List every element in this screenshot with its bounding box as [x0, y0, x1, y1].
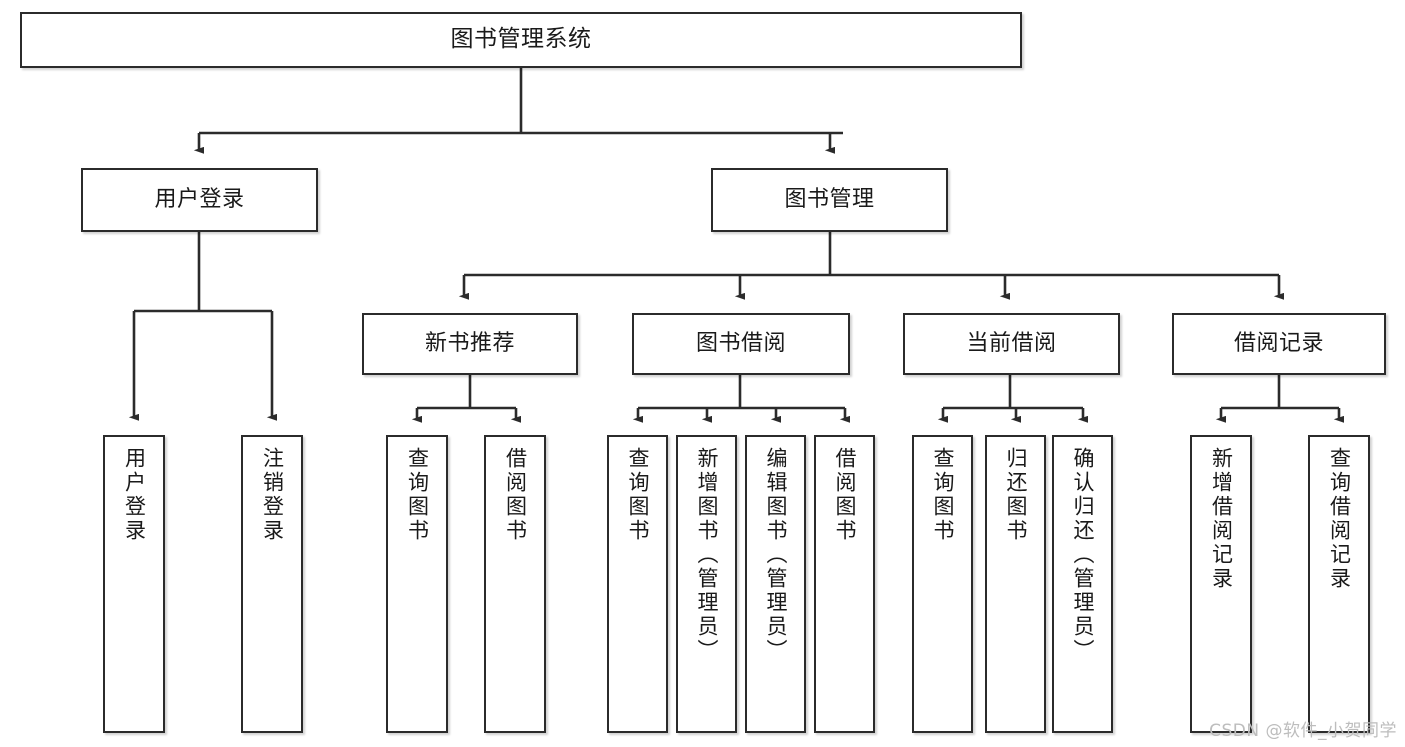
- node-leaf-user-logout[interactable]: 注销登录: [241, 435, 303, 733]
- node-leaf-user-login-label: 用户登录: [122, 447, 147, 543]
- node-leaf-query-book-2-label: 查询图书: [626, 447, 650, 543]
- node-new-book-recommend-label: 新书推荐: [424, 331, 515, 357]
- node-leaf-add-borrow-record-label: 新增借阅记录: [1209, 447, 1234, 591]
- node-book-manage-label: 图书管理: [784, 187, 875, 213]
- node-leaf-query-book-1-label: 查询图书: [405, 447, 430, 543]
- node-leaf-borrow-book-2[interactable]: 借阅图书: [814, 435, 875, 733]
- node-leaf-query-book-3-label: 查询图书: [931, 447, 955, 543]
- node-leaf-query-book-3[interactable]: 查询图书: [912, 435, 973, 733]
- node-current-borrow[interactable]: 当前借阅: [903, 313, 1120, 375]
- node-user-login[interactable]: 用户登录: [81, 168, 318, 232]
- node-leaf-add-book-admin-label: 新增图书（管理员）: [695, 447, 719, 663]
- node-new-book-recommend[interactable]: 新书推荐: [362, 313, 578, 375]
- node-leaf-edit-book-admin[interactable]: 编辑图书（管理员）: [745, 435, 806, 733]
- node-borrow-record-label: 借阅记录: [1233, 331, 1324, 357]
- node-leaf-query-book-2[interactable]: 查询图书: [607, 435, 668, 733]
- node-leaf-borrow-book-1[interactable]: 借阅图书: [484, 435, 546, 733]
- node-user-login-label: 用户登录: [154, 187, 245, 213]
- node-leaf-add-borrow-record[interactable]: 新增借阅记录: [1190, 435, 1252, 733]
- node-root[interactable]: 图书管理系统: [20, 12, 1022, 68]
- node-leaf-user-login[interactable]: 用户登录: [103, 435, 165, 733]
- node-leaf-query-borrow-record-label: 查询借阅记录: [1327, 447, 1352, 591]
- csdn-watermark: CSDN @软件_小贺同学: [1209, 721, 1397, 741]
- node-leaf-edit-book-admin-label: 编辑图书（管理员）: [764, 447, 788, 663]
- node-leaf-return-book-label: 归还图书: [1004, 447, 1028, 543]
- node-leaf-add-book-admin[interactable]: 新增图书（管理员）: [676, 435, 737, 733]
- node-book-borrow-label: 图书借阅: [695, 331, 786, 357]
- node-borrow-record[interactable]: 借阅记录: [1172, 313, 1386, 375]
- node-book-borrow[interactable]: 图书借阅: [632, 313, 850, 375]
- node-leaf-confirm-return[interactable]: 确认归还（管理员）: [1052, 435, 1113, 733]
- node-book-manage[interactable]: 图书管理: [711, 168, 948, 232]
- node-leaf-confirm-return-label: 确认归还（管理员）: [1071, 447, 1095, 663]
- node-root-label: 图书管理系统: [450, 26, 592, 53]
- node-current-borrow-label: 当前借阅: [966, 331, 1057, 357]
- node-leaf-query-borrow-record[interactable]: 查询借阅记录: [1308, 435, 1370, 733]
- node-leaf-borrow-book-1-label: 借阅图书: [503, 447, 528, 543]
- node-leaf-return-book[interactable]: 归还图书: [985, 435, 1046, 733]
- node-leaf-user-logout-label: 注销登录: [260, 447, 285, 543]
- node-leaf-query-book-1[interactable]: 查询图书: [386, 435, 448, 733]
- node-leaf-borrow-book-2-label: 借阅图书: [833, 447, 857, 543]
